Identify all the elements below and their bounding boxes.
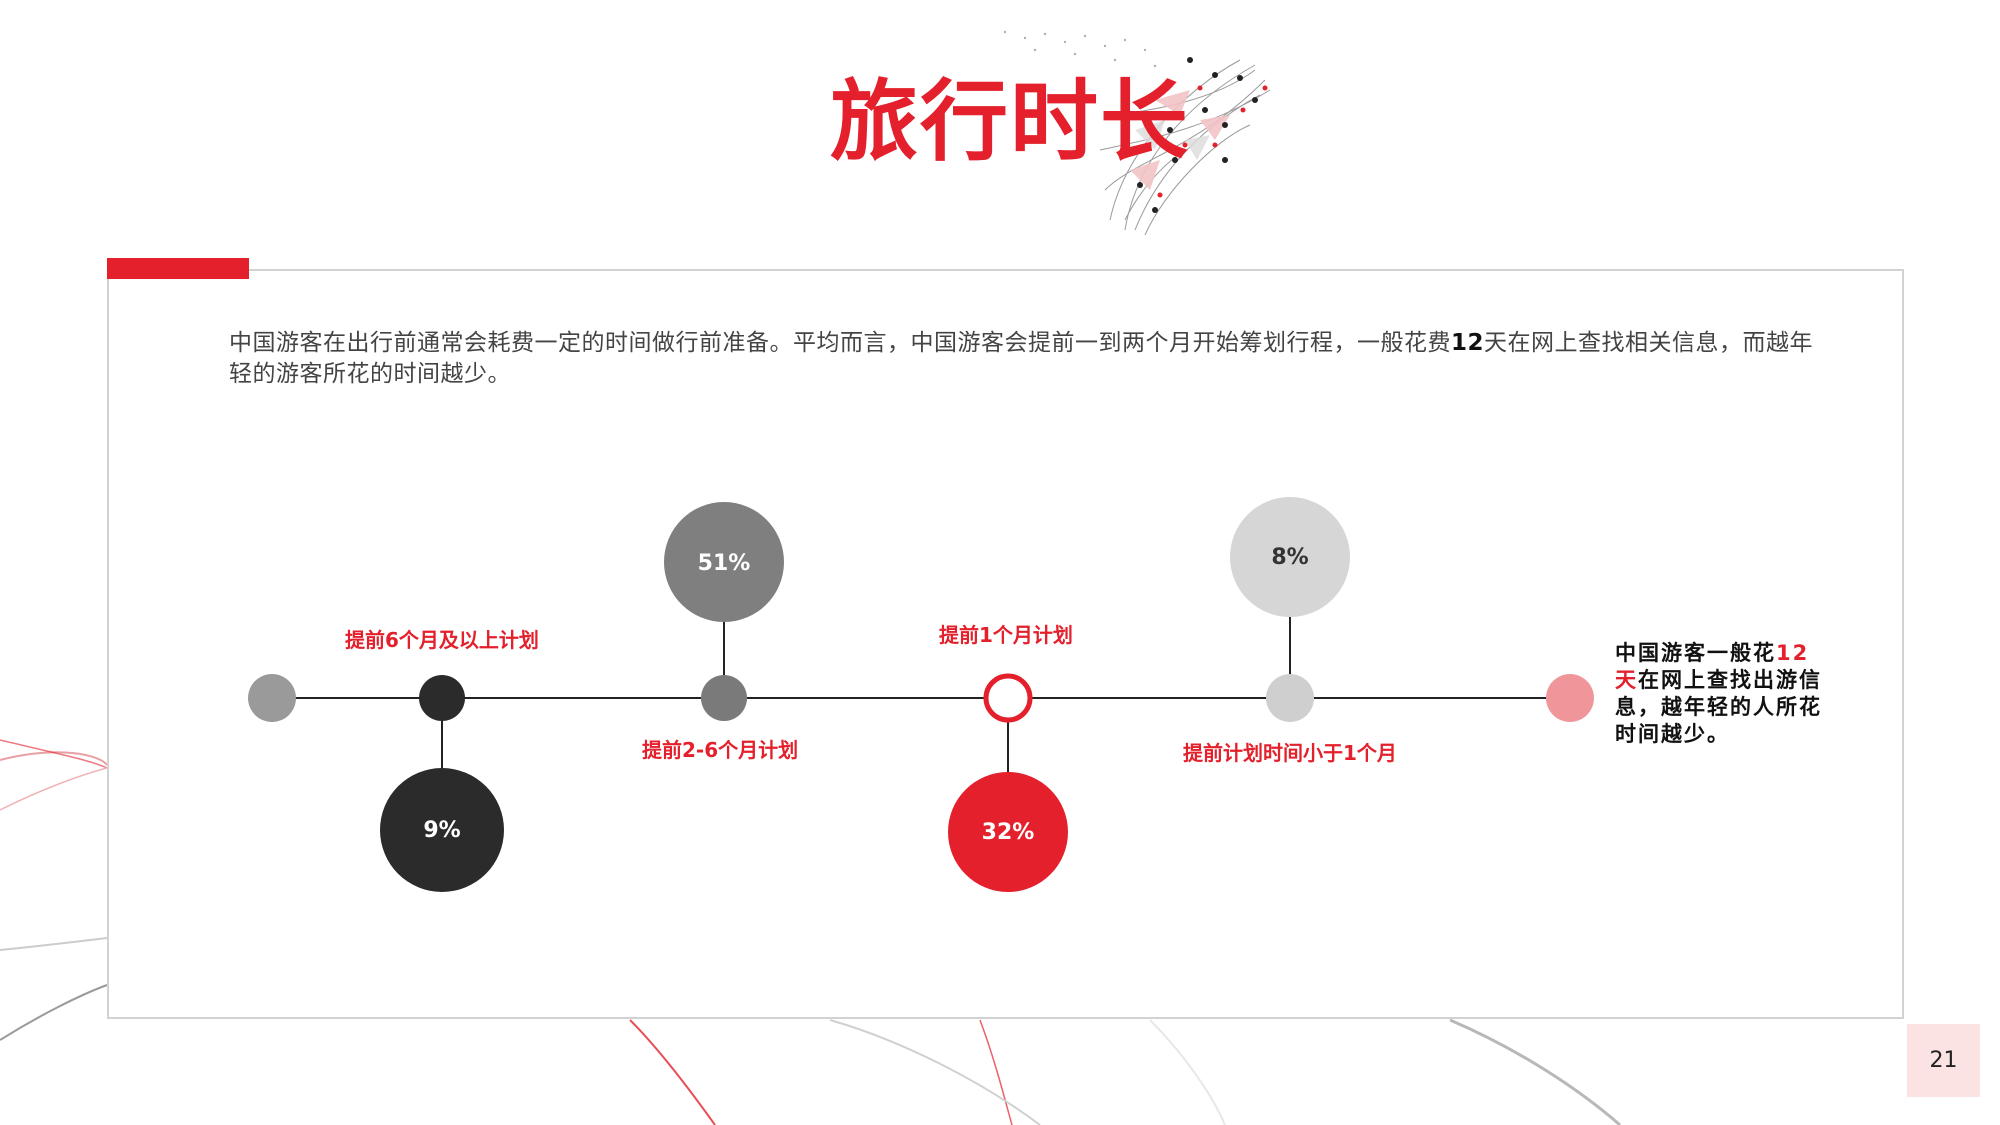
content-card — [107, 269, 1904, 1019]
label-stage-1: 提前6个月及以上计划 — [345, 628, 539, 652]
node-stage-3 — [983, 673, 1033, 723]
node-stage-1 — [419, 675, 465, 721]
node-stage-4 — [1266, 674, 1314, 722]
page-number-box — [1907, 1024, 1980, 1097]
intro-text-before: 中国游客在出行前通常会耗费一定的时间做行前准备。平均而言，中国游客会提前一到两个… — [229, 330, 1451, 356]
accent-bar — [107, 258, 249, 279]
label-stage-4: 提前计划时间小于1个月 — [1183, 741, 1397, 765]
intro-highlight-number: 12 — [1451, 330, 1485, 356]
bubble-stage-4 — [1230, 497, 1350, 617]
node-stage-2 — [701, 675, 747, 721]
summary-text: 中国游客一般花12天在网上查找出游信息，越年轻的人所花时间越少。 — [1615, 640, 1830, 748]
intro-text-after: 天在网上查找相关信息，而越年轻的游客所花的时间越少。 — [229, 330, 1814, 387]
label-stage-3: 提前1个月计划 — [939, 623, 1073, 647]
timeline-end-node — [1546, 674, 1594, 722]
summary-suffix: 在网上查找出游信息，越年轻的人所花时间越少。 — [1615, 668, 1822, 746]
bubble-stage-3 — [948, 772, 1068, 892]
percent-stage-4: 8% — [1271, 545, 1309, 570]
percent-stage-1: 9% — [423, 818, 461, 843]
intro-paragraph: 中国游客在出行前通常会耗费一定的时间做行前准备。平均而言，中国游客会提前一到两个… — [229, 328, 1819, 390]
summary-prefix: 中国游客一般花 — [1615, 641, 1776, 665]
bubble-stage-2 — [664, 502, 784, 622]
bubble-stage-1 — [380, 768, 504, 892]
network-globe-graphic — [1003, 30, 1271, 235]
percent-stage-3: 32% — [981, 820, 1035, 845]
label-stage-2: 提前2-6个月计划 — [642, 738, 799, 762]
summary-highlight: 12天 — [1615, 641, 1810, 692]
page-number: 21 — [1929, 1048, 1958, 1073]
percent-stage-2: 51% — [697, 551, 751, 576]
timeline-start-node — [248, 674, 296, 722]
slide-title: 旅行时长 — [830, 70, 1191, 173]
